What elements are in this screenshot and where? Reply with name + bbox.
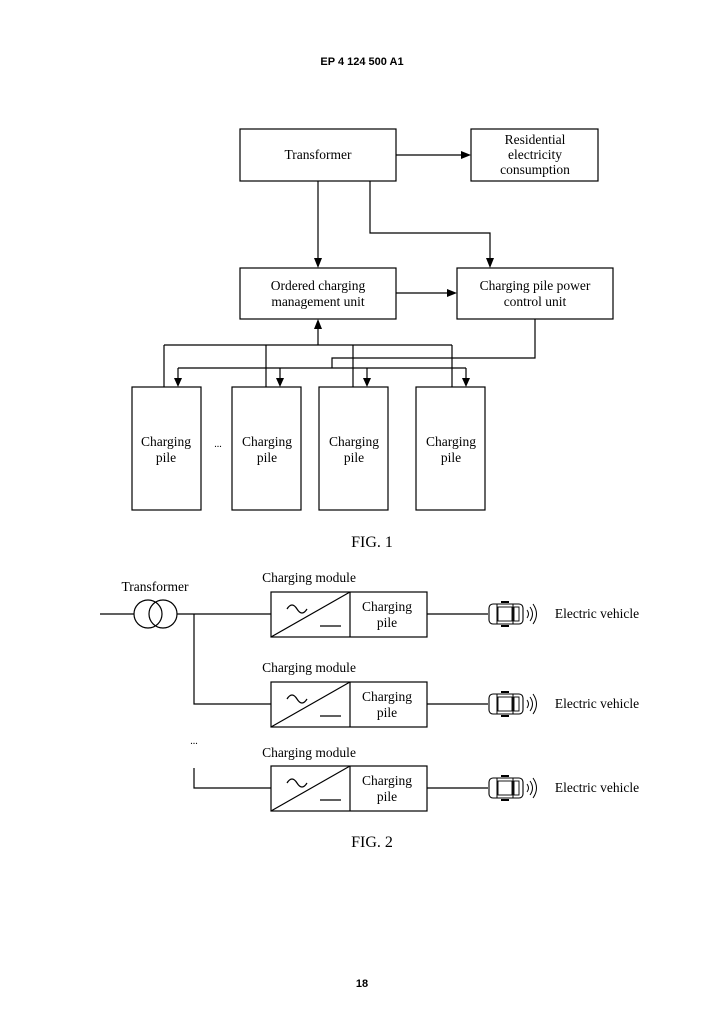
fig1-diagram: Transformer Residential electricity cons…: [132, 129, 613, 551]
fig2-vehicle-label-2: Electric vehicle: [555, 696, 639, 711]
fig2-branch-line-3: [194, 768, 271, 788]
fig2-vehicle-label-3: Electric vehicle: [555, 780, 639, 795]
svg-text:pile: pile: [377, 615, 397, 630]
svg-text:Charging: Charging: [362, 773, 412, 788]
fig2-branch-ellipsis: ...: [190, 736, 198, 747]
fig1-residential-box: Residential electricity consumption: [471, 129, 598, 181]
electric-vehicle-icon: [489, 776, 537, 800]
fig1-charging-pile-2: Charging pile: [232, 387, 301, 510]
svg-text:pile: pile: [257, 450, 277, 465]
fig1-pile-ellipsis: ...: [214, 439, 222, 450]
svg-text:Charging: Charging: [362, 689, 412, 704]
svg-text:Charging: Charging: [141, 434, 191, 449]
fig1-charging-pile-4: Charging pile: [416, 387, 485, 510]
fig1-power-control-box: Charging pile power control unit: [457, 268, 613, 319]
fig1-arrow-to-power-control: [370, 181, 490, 258]
fig2-row-2: Charging module Charging pile Electric v…: [262, 660, 639, 727]
fig2-branch-line-2: [194, 614, 271, 704]
fig1-charging-pile-1: Charging pile: [132, 387, 201, 510]
fig2-row-1: Charging module Charging pile Electric v…: [262, 570, 639, 637]
electric-vehicle-icon: [489, 692, 537, 716]
fig1-residential-line3: consumption: [500, 162, 570, 177]
fig2-module-label-3: Charging module: [262, 745, 356, 760]
svg-text:Charging: Charging: [329, 434, 379, 449]
svg-text:pile: pile: [441, 450, 461, 465]
svg-text:pile: pile: [377, 705, 397, 720]
fig1-feedback-bus: [164, 319, 452, 387]
svg-text:pile: pile: [377, 789, 397, 804]
fig2-module-label-1: Charging module: [262, 570, 356, 585]
fig1-transformer-box: Transformer: [240, 129, 396, 181]
fig2-diagram: Transformer ... Charging module Charging…: [100, 570, 639, 851]
fig1-residential-line1: Residential: [505, 132, 566, 147]
fig1-ordered-management-line2: management unit: [271, 294, 365, 309]
fig1-residential-line2: electricity: [508, 147, 562, 162]
svg-text:Charging: Charging: [242, 434, 292, 449]
svg-text:pile: pile: [156, 450, 176, 465]
fig1-caption: FIG. 1: [351, 534, 393, 551]
svg-text:Charging: Charging: [362, 599, 412, 614]
fig1-ordered-management-line1: Ordered charging: [271, 278, 366, 293]
fig2-caption: FIG. 2: [351, 834, 393, 851]
fig2-module-label-2: Charging module: [262, 660, 356, 675]
page-number: 18: [0, 978, 724, 990]
fig1-power-control-line2: control unit: [504, 294, 567, 309]
fig2-row-3: Charging module Charging pile Electric v…: [262, 745, 639, 811]
fig2-vehicle-label-1: Electric vehicle: [555, 606, 639, 621]
fig1-transformer-label: Transformer: [285, 147, 352, 162]
svg-text:pile: pile: [344, 450, 364, 465]
fig1-charging-pile-3: Charging pile: [319, 387, 388, 510]
fig1-ordered-management-box: Ordered charging management unit: [240, 268, 396, 319]
fig2-transformer-symbol: [134, 600, 177, 628]
fig1-control-bus: [174, 319, 535, 387]
svg-text:Charging: Charging: [426, 434, 476, 449]
fig1-power-control-line1: Charging pile power: [480, 278, 591, 293]
fig2-transformer-label: Transformer: [122, 579, 189, 594]
electric-vehicle-icon: [489, 602, 537, 626]
